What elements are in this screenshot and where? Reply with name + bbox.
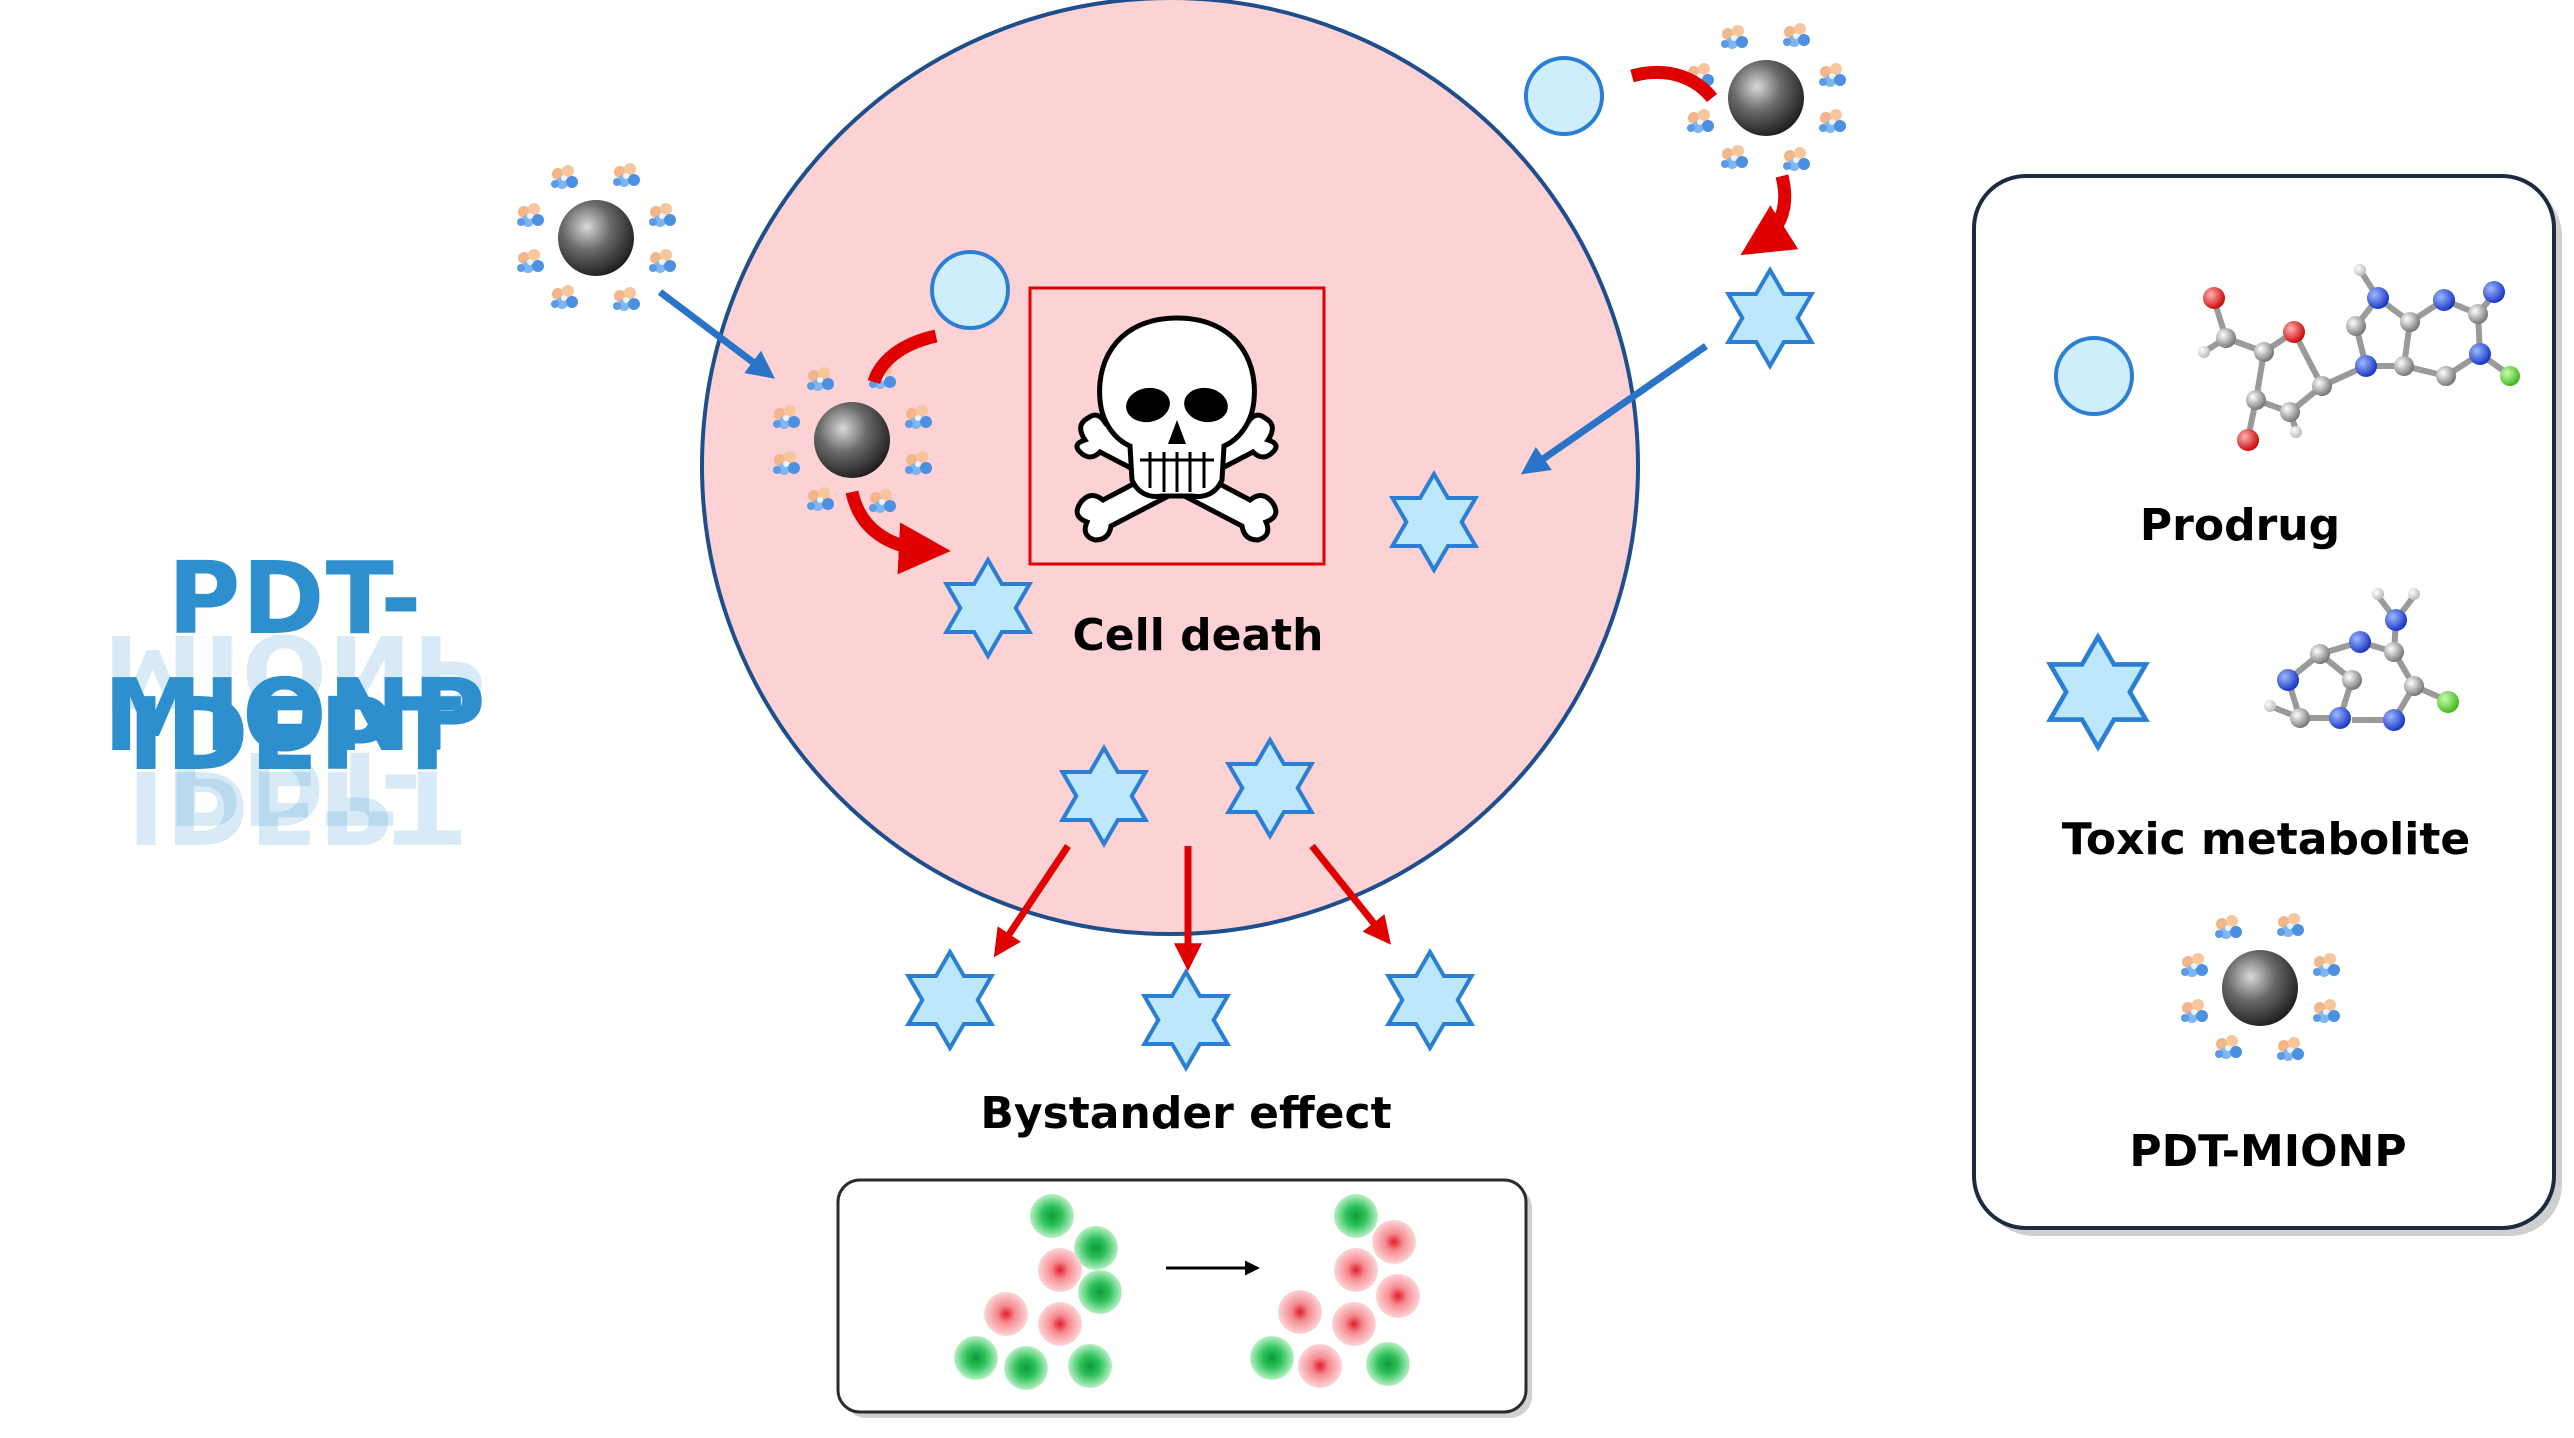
cell-cluster-after bbox=[1250, 1194, 1420, 1388]
legend-prodrug-icon bbox=[2054, 336, 2134, 416]
red-arrow-out-left bbox=[993, 844, 1071, 958]
skull-icon bbox=[1028, 286, 1326, 566]
title-line-2: IDEPT bbox=[127, 676, 463, 793]
blue-arrow-left bbox=[657, 289, 775, 379]
red-arrow-out-right bbox=[1309, 843, 1391, 945]
toxic-metabolite-star-out-left bbox=[906, 950, 994, 1050]
red-curved-arrow-inside-bottom bbox=[845, 490, 951, 575]
toxic-metabolite-star-out-middle bbox=[1142, 970, 1230, 1070]
blue-arrow-right bbox=[1520, 343, 1708, 475]
legend-toxic-metabolite-label: Toxic metabolite bbox=[2062, 814, 2470, 865]
cell-death-label: Cell death bbox=[1072, 610, 1323, 661]
toxic-metabolite-star-outside bbox=[1726, 268, 1814, 368]
prodrug-molecule-icon bbox=[2198, 264, 2520, 451]
bystander-effect-label: Bystander effect bbox=[980, 1088, 1391, 1139]
toxic-metabolite-star-out-right bbox=[1386, 950, 1474, 1050]
title-line-1: PDT-MIONP bbox=[103, 540, 487, 774]
legend-prodrug-label: Prodrug bbox=[2140, 500, 2340, 551]
bystander-inset-panel bbox=[836, 1178, 1532, 1418]
nanoparticle-outside-left bbox=[517, 163, 676, 311]
red-curved-arrow-inside-top bbox=[867, 329, 938, 385]
legend-nanoparticle-label: PDT-MIONP bbox=[2129, 1126, 2406, 1177]
legend-panel: Prodrug bbox=[1972, 174, 2562, 1236]
cell-cluster-before bbox=[954, 1194, 1122, 1390]
prodrug-outside bbox=[1524, 56, 1604, 136]
toxic-metabolite-molecule-icon bbox=[2264, 588, 2459, 731]
red-curved-arrow-outside-bottom bbox=[1740, 174, 1799, 256]
prodrug-inside bbox=[930, 250, 1010, 330]
red-curved-arrow-outside-top bbox=[1630, 66, 1718, 103]
